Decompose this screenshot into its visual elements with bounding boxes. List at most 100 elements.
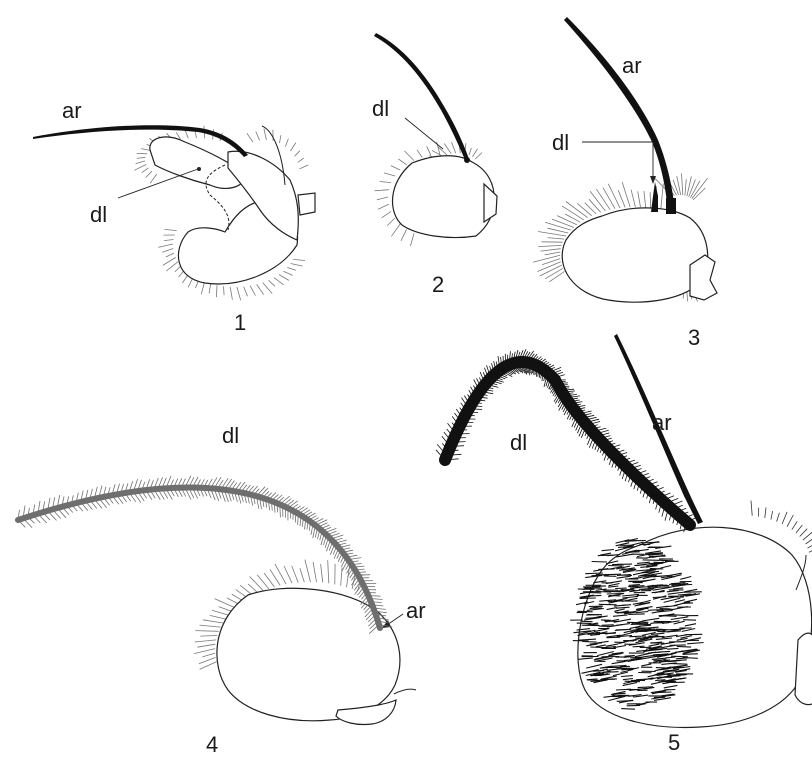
panel-5-bristle [677,646,691,647]
panel-4-seta [250,577,264,591]
panel-4-seta [195,631,218,632]
panel-1-seta [237,287,241,300]
panel-5-seta [808,543,812,549]
panel-4-seta [203,620,223,623]
panel-1-seta [209,284,211,294]
panel-3-seta [596,189,610,210]
panel-3-seta [538,262,561,272]
panel-2-seta [401,229,407,241]
panel-5-bristle [605,574,621,575]
panel-4-seta [212,610,228,615]
panel-5-seta [777,513,780,522]
panel-2-dl-label: dl [372,96,389,121]
panel-5-bristle [649,636,663,637]
panel-5-bristle [590,647,607,648]
panel-2-seta [384,173,395,176]
panel-5-bristle [607,594,623,595]
panel-2-number: 2 [432,272,444,297]
panel-1-seta [224,286,225,295]
panel-1-seta [291,143,296,151]
panel-3-antenna-body [562,208,707,302]
panel-2-seta [452,142,456,153]
panel-3-seta [533,255,560,262]
panel-4-seta [313,562,317,582]
panel-4-seta [195,640,216,642]
panel-2-seta [469,148,471,155]
panel-3-seta [687,176,692,196]
panel-5-bristle [602,625,614,626]
panel-3-seta [547,228,568,233]
panel-4-seta [202,653,215,657]
panel-5-bristle [580,598,596,599]
panel-4-seta [321,564,323,583]
panel-4-seta [341,568,342,586]
panel-2-seta [382,211,391,217]
panel-3-seta [590,191,605,211]
panel-2-seta [380,182,392,183]
panel-1-seta [216,285,217,297]
panel-5-dl-label: dl [510,430,527,455]
panel-3-arista [564,17,675,212]
panel-4-seta [199,657,216,663]
panel-5-antenna-body [578,527,812,727]
panel-3-seta [661,184,664,210]
panel-5-seta [800,529,808,537]
panel-2-seta [444,144,451,154]
panel-3-seta [608,184,620,208]
panel-2-seta [391,224,400,236]
panel-5-bristle [629,636,646,637]
panel-5-bristle [624,640,637,641]
panel-3-seta [585,203,596,214]
panel-4-number: 4 [206,732,218,757]
panel-1-number: 1 [234,310,246,335]
panel-5-basal-segment [795,633,812,704]
panel-3-seta [541,249,561,251]
panel-3-seta [552,219,574,227]
panel-3-number: 3 [688,325,700,350]
panel-3-seta [603,188,615,209]
panel-3-seta [631,190,635,207]
panel-3-seta [589,199,601,212]
panel-2-seta [398,159,406,165]
panel-5-bristle [615,612,630,613]
panel-1-seta [244,287,248,297]
panel-3-seta [548,238,565,240]
panel-2-seta [405,151,415,161]
panel-3-seta [538,245,561,246]
panel-5-bristle [617,701,634,702]
panel-5-bristle [582,642,596,643]
panel-2-seta [378,204,389,209]
panel-1-seta [269,280,276,286]
panel-3-seta [557,216,577,225]
panel-5-bristle [602,550,614,551]
panel-5-bristle [608,566,624,567]
panel-3-seta [687,292,688,302]
panel-5-bristle [621,668,637,669]
panel-1-seta [166,262,178,271]
panel-1-seta [150,174,157,183]
panel-4-ar-label: ar [406,598,426,623]
panel-5-bristle [606,637,620,638]
panel-5-ar-label: ar [652,410,672,435]
panel-4-seta [194,649,215,654]
panel-3-seta [538,232,566,237]
panel-5-bristle [625,656,635,657]
panel-2-dl-leader [405,118,443,149]
panel-1-seta [162,249,173,253]
panel-1-seta [142,168,149,173]
panel-2-seta [391,166,400,170]
panel-1-seta [298,158,304,162]
panel-1-seta [158,244,173,247]
panel-5-seta [792,521,797,529]
panel-5-bristle [656,668,671,669]
panel-5-bristle [634,631,650,632]
panel-1-arista [33,125,248,157]
panel-3-dl-leader [582,142,653,180]
panel-1-seta [141,149,150,151]
panel-4-seta [328,560,329,583]
panel-2-seta [427,146,431,155]
panel-1-seta [136,161,145,164]
panel-1-dl-marker [197,167,201,171]
panel-5-bristle [585,573,603,574]
